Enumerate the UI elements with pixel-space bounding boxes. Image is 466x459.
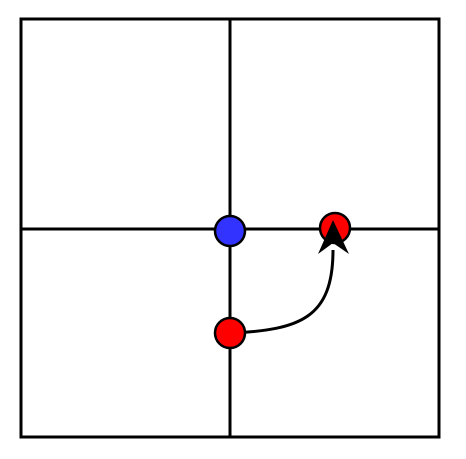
arrowhead-icon xyxy=(318,220,349,254)
move-arrow-path xyxy=(230,249,335,335)
origin-dot xyxy=(213,214,247,248)
start-dot xyxy=(213,316,247,350)
